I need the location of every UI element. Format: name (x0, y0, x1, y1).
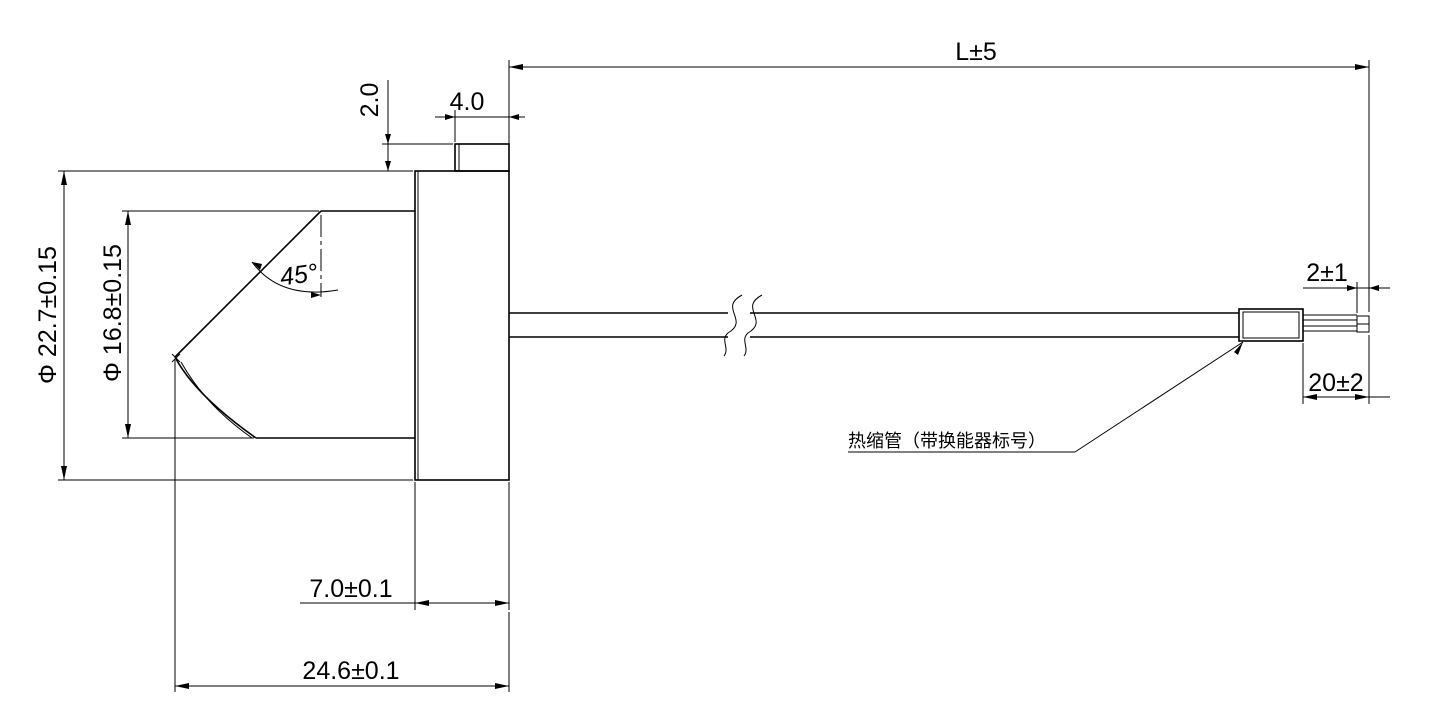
cable (509, 294, 1239, 357)
dim-cone-angle: 45° (251, 215, 339, 298)
dim-pin-width-label: 4.0 (450, 88, 485, 116)
dim-cone-angle-label: 45° (278, 259, 319, 292)
dim-wire-lead: 20±2 (1302, 335, 1390, 404)
dim-flange-thickness-label: 7.0±0.1 (309, 575, 392, 603)
dim-outer-diameter-label: Φ 22.7±0.15 (34, 246, 62, 384)
dim-pin-height-label: 2.0 (356, 83, 384, 118)
dim-overall-length: 24.6±0.1 (174, 360, 510, 692)
dim-flange-thickness: 7.0±0.1 (300, 482, 510, 610)
wire-leads (1303, 314, 1370, 333)
heat-shrink-tube (1238, 308, 1304, 342)
transducer-body (171, 143, 510, 481)
dim-wire-strip: 2±1 (1303, 259, 1390, 313)
dim-wire-lead-label: 20±2 (1308, 369, 1363, 397)
dim-inner-diameter-label: Φ 16.8±0.15 (99, 244, 127, 382)
dim-cable-length: L±5 (508, 38, 1370, 312)
dim-inner-diameter: Φ 16.8±0.15 (99, 210, 319, 439)
dim-outer-diameter: Φ 22.7±0.15 (34, 170, 413, 481)
dim-pin-width: 4.0 (435, 88, 525, 142)
heat-shrink-note: 热缩管（带换能器标号） (848, 341, 1244, 453)
cone-element (171, 210, 415, 439)
dim-wire-strip-label: 2±1 (1306, 259, 1348, 287)
heat-shrink-note-label: 热缩管（带换能器标号） (848, 431, 1046, 452)
dim-pin-height: 2.0 (356, 80, 453, 172)
flange (414, 170, 510, 481)
dim-overall-length-label: 24.6±0.1 (302, 657, 399, 685)
dim-cable-length-label: L±5 (955, 38, 997, 66)
locating-pin (454, 143, 510, 172)
